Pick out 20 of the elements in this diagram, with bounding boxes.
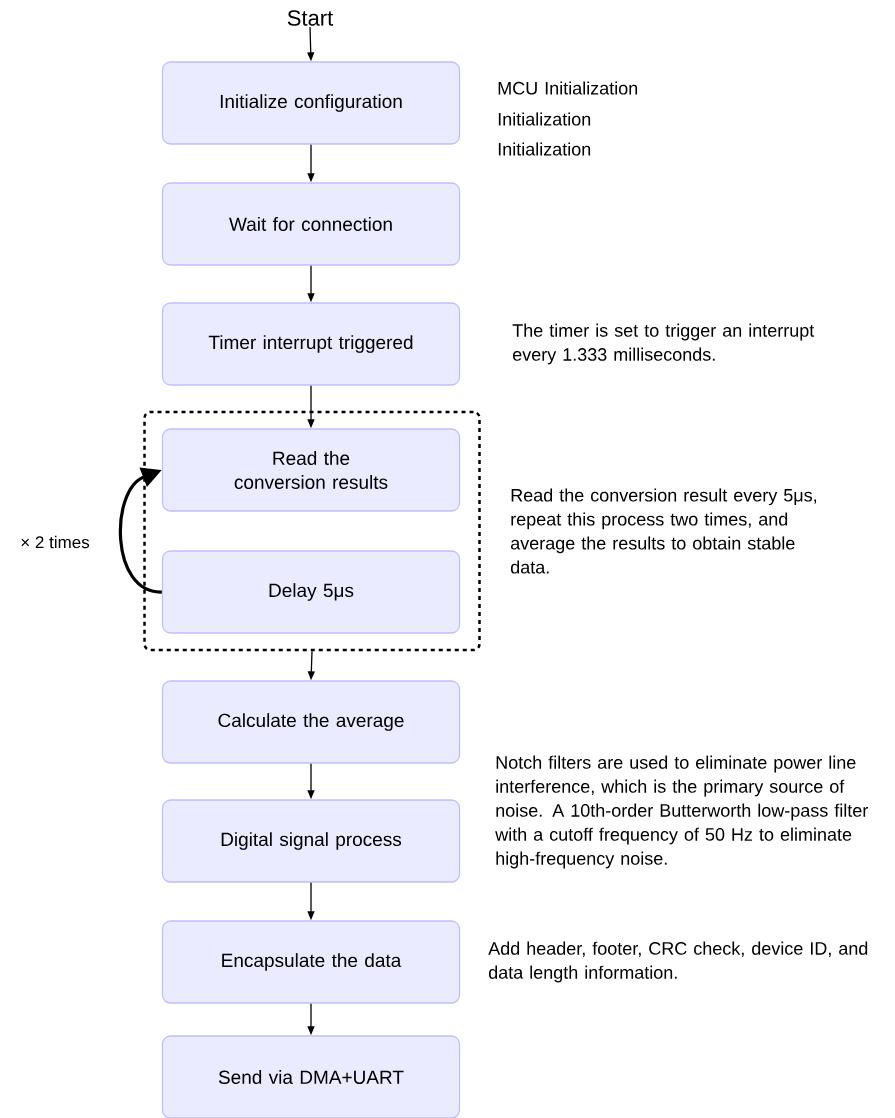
process-box: Read the conversion results xyxy=(161,428,461,512)
process-box: Send via DMA+UART xyxy=(161,1035,461,1118)
process-box: Encapsulate the data xyxy=(161,920,461,1004)
process-box: Calculate the average xyxy=(161,680,461,764)
process-box: Delay 5μs xyxy=(161,550,461,634)
note-text: MCU Initialization xyxy=(498,81,638,95)
process-box: Wait for connection xyxy=(161,182,461,266)
process-box: Digital signal process xyxy=(161,799,461,883)
loop-arrow xyxy=(118,467,163,594)
dashed-frame xyxy=(143,410,481,652)
note-text: Add header, footer, CRC check, device ID, and data length information. xyxy=(488,941,868,983)
process-box: Initialize configuration xyxy=(161,61,461,145)
process-box: Timer interrupt triggered xyxy=(161,302,461,386)
note-text: The timer is set to trigger an interrupt every 1.333 milliseconds. xyxy=(512,323,815,365)
note-text: Initialization xyxy=(498,142,591,156)
start-label: Start xyxy=(287,10,334,26)
note-text: Notch filters are used to eliminate power line interference, which is the primary source of noise. A 10th-order Butterworth low-pass filter with a cutoff frequency of 50 Hz to eliminate high-frequency noise. xyxy=(495,755,868,869)
note-text: Initialization xyxy=(498,112,591,126)
note-text: Read the conversion result every 5μs, repeat this process two times, and average the results to obtain stable data. xyxy=(510,488,817,574)
edge-label: × 2 times xyxy=(19,534,91,550)
